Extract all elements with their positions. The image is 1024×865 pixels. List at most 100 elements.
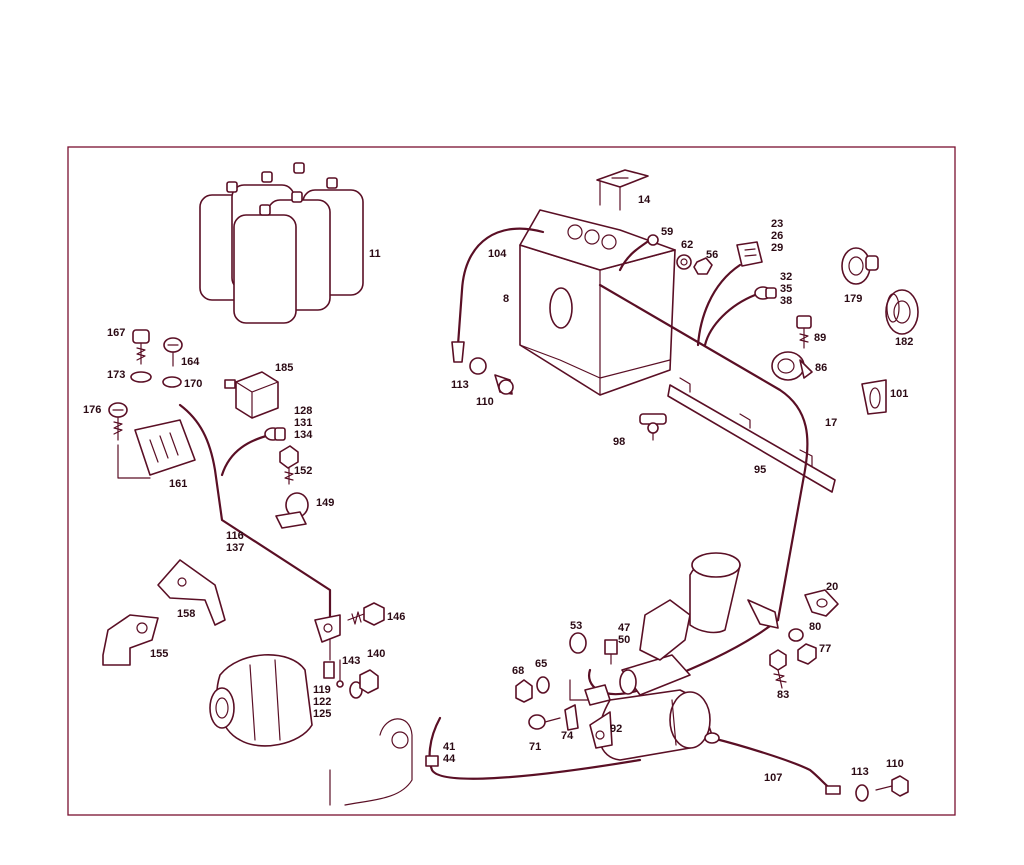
sensor-32[interactable] xyxy=(754,286,777,300)
sensor-cable[interactable] xyxy=(696,263,742,347)
bracket-158[interactable] xyxy=(157,559,226,626)
clip-98[interactable] xyxy=(639,413,667,441)
bolt-146[interactable] xyxy=(347,602,385,626)
nut-56[interactable] xyxy=(693,257,713,275)
terminal-47[interactable] xyxy=(604,639,618,665)
label-158: 158 xyxy=(177,608,195,620)
label-14: 14 xyxy=(638,194,651,206)
grommet-149[interactable] xyxy=(275,492,309,529)
label-41: 41 xyxy=(443,741,455,753)
battery-acid-bottles[interactable] xyxy=(199,162,364,324)
grommet-182[interactable] xyxy=(885,289,919,335)
battery-holding-strip[interactable] xyxy=(667,377,836,493)
label-95: 95 xyxy=(754,464,766,476)
washer-62[interactable] xyxy=(676,254,692,270)
cable-clip-101[interactable] xyxy=(861,379,887,415)
starter-solenoid[interactable] xyxy=(619,654,691,696)
part-number-labels: 11 14 8 104 59 62 56 23 26 29 32 35 38 1… xyxy=(83,194,913,784)
bracket-92[interactable] xyxy=(589,711,613,749)
label-68: 68 xyxy=(512,665,524,677)
label-29: 29 xyxy=(771,242,783,254)
bolt-152[interactable] xyxy=(279,445,299,485)
label-167: 167 xyxy=(107,327,125,339)
washer-113[interactable] xyxy=(469,357,487,375)
cable-clamp-17[interactable] xyxy=(747,599,779,629)
label-86: 86 xyxy=(815,362,827,374)
label-134: 134 xyxy=(294,429,313,441)
label-179: 179 xyxy=(844,293,862,305)
bolt-89[interactable] xyxy=(796,315,812,349)
label-92: 92 xyxy=(610,723,622,735)
diagram-frame xyxy=(67,146,956,816)
starter-housing[interactable] xyxy=(639,552,741,661)
connector-128[interactable] xyxy=(264,427,286,441)
label-146: 146 xyxy=(387,611,405,623)
fuse-holder-161[interactable] xyxy=(117,419,196,479)
label-23: 23 xyxy=(771,218,783,230)
label-74: 74 xyxy=(561,730,574,742)
relay-185[interactable] xyxy=(224,371,279,419)
label-59: 59 xyxy=(661,226,673,238)
label-161: 161 xyxy=(169,478,187,490)
grommet-179[interactable] xyxy=(841,247,879,285)
label-107: 107 xyxy=(764,772,782,784)
bolt-110b[interactable] xyxy=(875,775,909,797)
washer-113b[interactable] xyxy=(855,784,869,802)
cable-41[interactable] xyxy=(428,716,642,780)
label-104: 104 xyxy=(488,248,507,260)
label-137: 137 xyxy=(226,542,244,554)
nut-68[interactable] xyxy=(515,679,533,703)
label-119: 119 xyxy=(313,684,331,696)
cable-clip-86[interactable] xyxy=(771,351,813,381)
terminal-119[interactable] xyxy=(323,639,344,688)
sensor-cable-2[interactable] xyxy=(703,293,757,347)
label-110b: 110 xyxy=(886,758,904,770)
label-155: 155 xyxy=(150,648,168,660)
cable-terminal[interactable] xyxy=(569,679,611,706)
terminal-59[interactable] xyxy=(647,234,659,246)
nut-140[interactable] xyxy=(359,669,379,694)
label-11: 11 xyxy=(369,248,381,260)
screw-71[interactable] xyxy=(528,714,561,730)
clip-74[interactable] xyxy=(564,704,579,731)
washer-170[interactable] xyxy=(162,376,182,388)
cable-harness-116b[interactable] xyxy=(220,433,272,477)
label-131: 131 xyxy=(294,417,312,429)
screw-110[interactable] xyxy=(494,374,514,395)
label-173: 173 xyxy=(107,369,125,381)
label-32: 32 xyxy=(780,271,792,283)
battery-terminal-cover[interactable] xyxy=(596,169,649,211)
label-113b: 113 xyxy=(851,766,869,778)
bolt-167[interactable] xyxy=(132,329,150,365)
washer-173[interactable] xyxy=(130,371,152,383)
alternator[interactable] xyxy=(209,653,313,747)
cable-lug-104 xyxy=(451,341,465,363)
label-47: 47 xyxy=(618,622,630,634)
starter-motor[interactable] xyxy=(598,689,713,761)
washer-65[interactable] xyxy=(536,676,550,694)
screw-164[interactable] xyxy=(163,337,183,367)
connector-housing-23[interactable] xyxy=(736,241,763,267)
cap-53[interactable] xyxy=(569,632,587,654)
label-164: 164 xyxy=(181,356,200,368)
battery-ground-cable[interactable] xyxy=(456,227,545,347)
washer-80[interactable] xyxy=(788,628,804,642)
nut-77[interactable] xyxy=(797,643,817,665)
label-143: 143 xyxy=(342,655,360,667)
cable-clamp[interactable] xyxy=(314,614,341,643)
battery[interactable] xyxy=(519,209,676,396)
bolt-83[interactable] xyxy=(769,649,787,689)
clip-20[interactable] xyxy=(804,589,839,617)
cable-harness-116[interactable] xyxy=(178,403,332,622)
label-80: 80 xyxy=(809,621,821,633)
bracket-155[interactable] xyxy=(102,614,159,666)
connector-41[interactable] xyxy=(425,755,439,767)
screw-176[interactable] xyxy=(108,402,128,441)
label-62: 62 xyxy=(681,239,693,251)
label-116: 116 xyxy=(226,530,244,542)
label-17: 17 xyxy=(825,417,837,429)
engine-block-fragment xyxy=(329,718,413,806)
ground-cable-107[interactable] xyxy=(704,732,841,795)
main-cable-17[interactable] xyxy=(598,283,809,622)
